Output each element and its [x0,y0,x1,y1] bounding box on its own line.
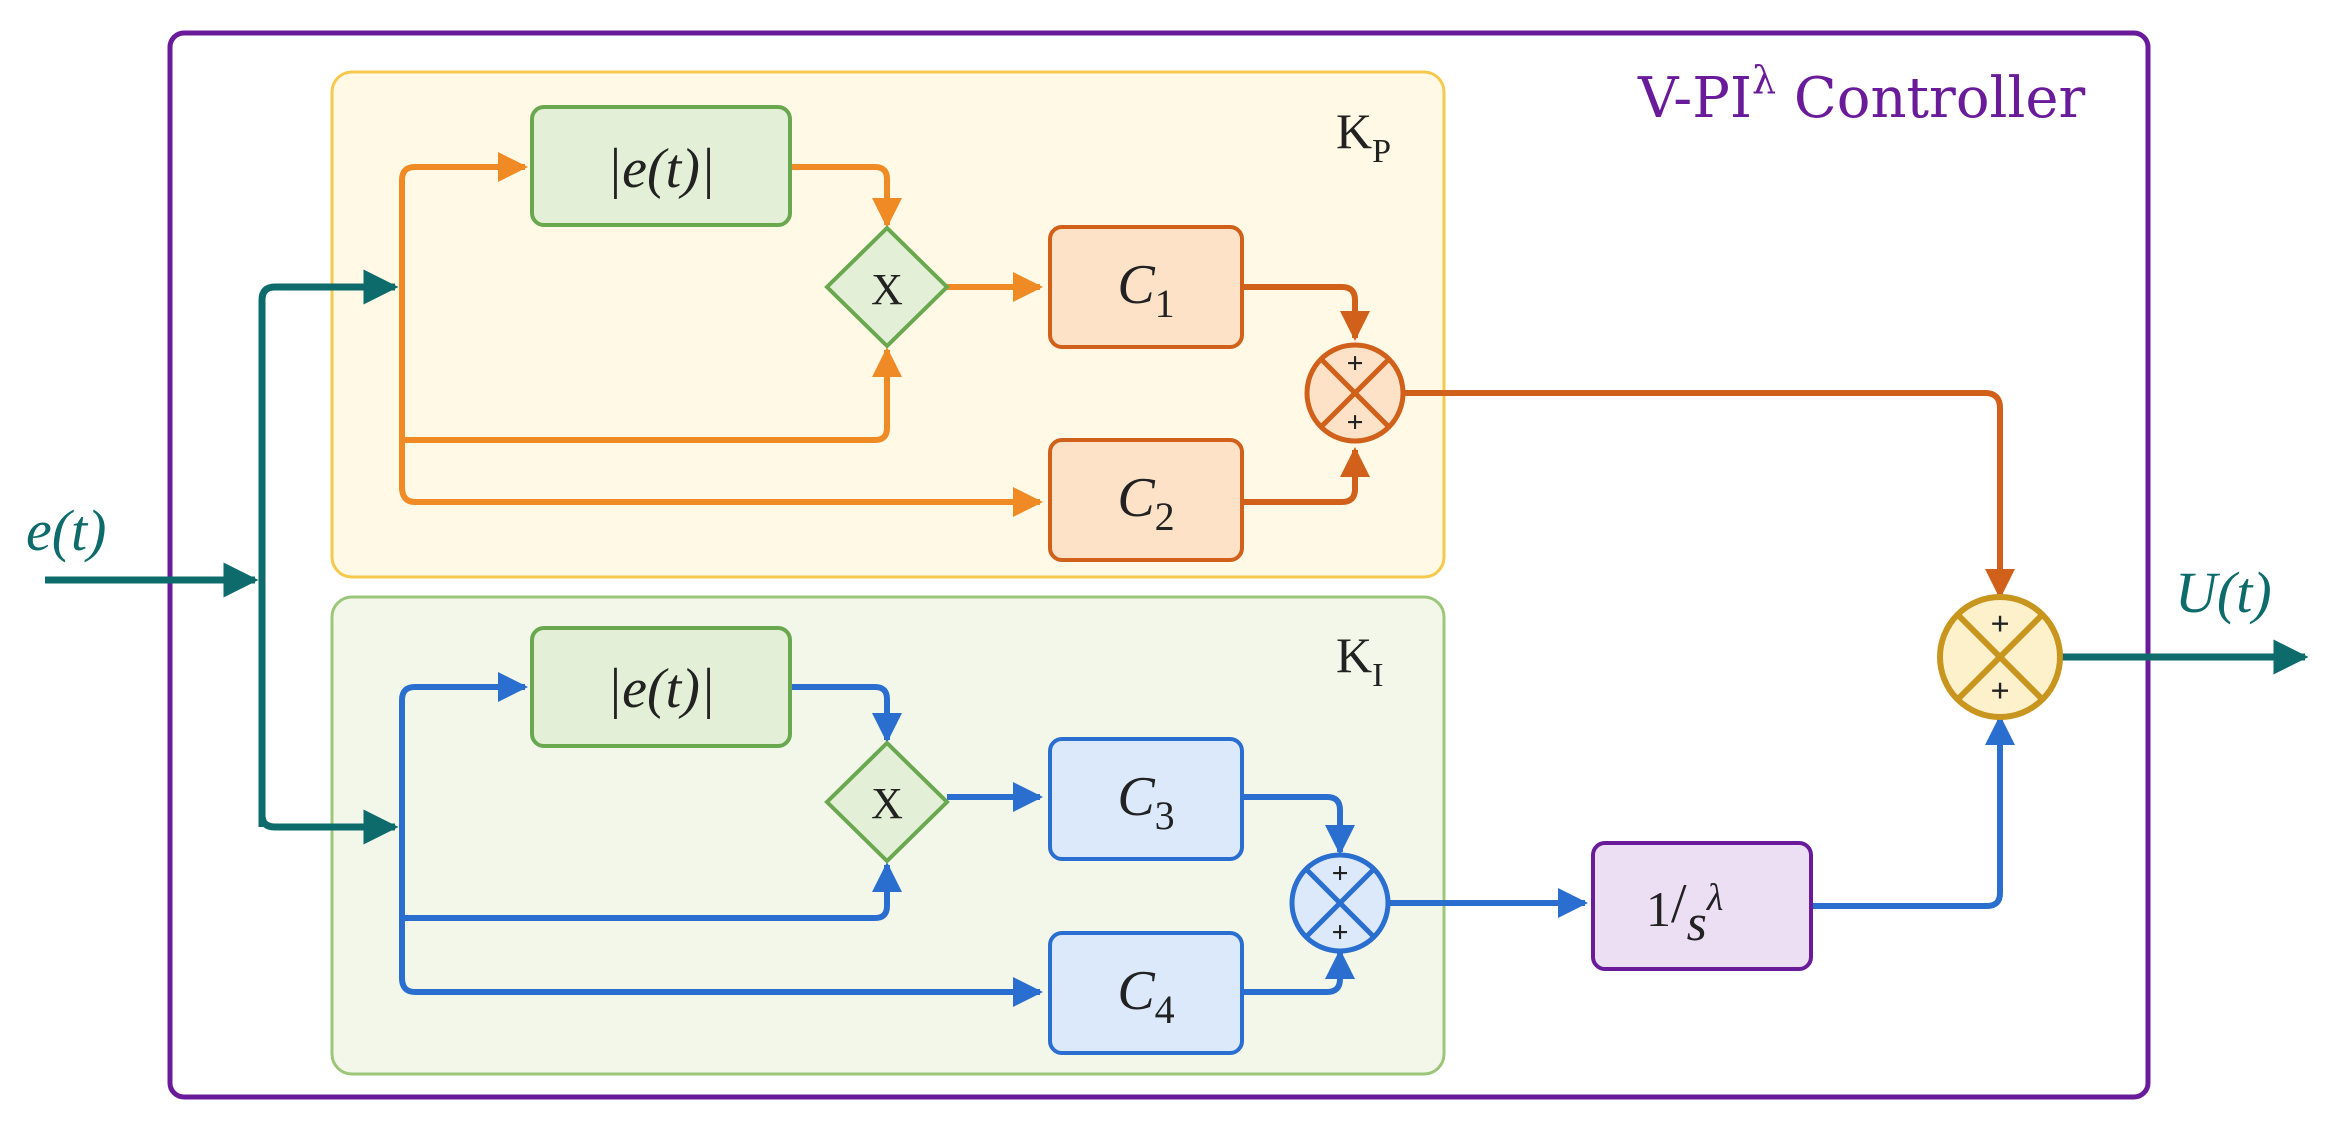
controller-title: V-PIλ Controller [1637,58,2086,131]
svg-text:+: + [1990,673,2009,710]
integrator-s: s [1687,895,1707,952]
c2-to-sum [1242,447,1370,505]
c2-letter: C [1117,467,1155,529]
output-sum-junction: + + [1937,594,2063,720]
prop-multiplier: X [824,225,950,349]
svg-text:C4: C4 [1117,960,1174,1032]
svg-text:+: + [1331,916,1348,949]
prop-bus-lower [399,486,1043,517]
ki-label: KI [1336,627,1383,694]
integrator-to-output-sum [1812,715,2015,909]
int-sum-junction: + + [1289,852,1391,954]
prop-abs-to-multiplier [790,164,902,228]
int-bus [399,672,528,980]
integrator-block: 1/sλ [1591,841,1813,971]
svg-text:C1: C1 [1117,254,1174,326]
integrator-slash: / [1671,873,1687,935]
c1-block: C1 [1048,225,1244,349]
svg-text:C2: C2 [1117,467,1174,539]
c1-to-sum [1242,284,1370,341]
prop-sum-junction: + + [1304,342,1406,444]
c3-letter: C [1117,766,1155,828]
svg-text:C3: C3 [1117,766,1174,838]
svg-text:+: + [1331,857,1348,890]
c1-sub: 1 [1155,281,1175,326]
svg-text:+: + [1346,406,1363,439]
c4-sub: 4 [1155,987,1175,1032]
integrator-numerator: 1 [1646,881,1671,937]
controller-frame [167,30,2151,1100]
c4-letter: C [1117,960,1155,1022]
int-multiplier-label: X [871,779,903,828]
input-label: e(t) [26,498,107,563]
c2-block: C2 [1048,438,1244,562]
svg-text:+: + [1346,347,1363,380]
int-bus-lower [399,977,1043,1007]
int-multiplier: X [824,740,950,864]
prop-multiplier-label: X [871,265,903,314]
c1-letter: C [1117,254,1155,316]
int-abs-to-multiplier [790,684,902,743]
prop-bus [399,152,528,490]
svg-text:1/sλ: 1/sλ [1646,873,1723,952]
int-to-multiplier-bottom [402,862,902,921]
prop-abs-block: |e(t)| [530,105,792,227]
c4-to-sum [1242,949,1355,995]
kp-label: KP [1336,103,1391,170]
svg-text:+: + [1990,606,2009,643]
c3-to-sum [1242,794,1355,855]
teal-to-integral [258,809,399,845]
int-abs-label: |e(t)| [607,658,716,720]
teal-splitter [258,269,399,827]
prop-abs-label: |e(t)| [607,138,716,200]
c2-sub: 2 [1155,494,1175,539]
integrator-exponent: λ [1706,877,1723,919]
c3-sub: 3 [1155,793,1175,838]
prop-sum-to-output-sum [1404,390,2015,599]
int-abs-block: |e(t)| [530,626,792,748]
output-label: U(t) [2175,560,2272,625]
c4-block: C4 [1048,931,1244,1055]
c3-block: C3 [1048,737,1244,861]
prop-to-multiplier-bottom [402,347,902,443]
